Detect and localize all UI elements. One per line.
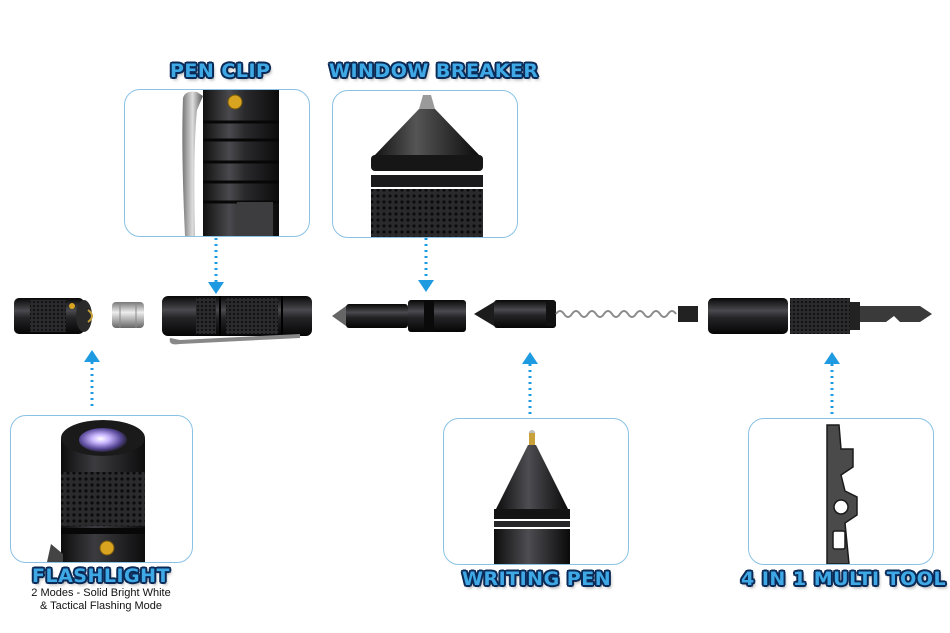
pen-clip-title: PEN CLIP: [170, 60, 271, 82]
multi-tool-title: 4 IN 1 MULTI TOOL: [741, 568, 947, 590]
flashlight-description-line2: & Tactical Flashing Mode: [39, 600, 163, 612]
window-breaker-title: WINDOW BREAKER: [329, 60, 539, 82]
multi-tool-part: [708, 298, 932, 334]
multi-tool-detail-panel: [748, 418, 934, 565]
battery-part: [112, 302, 144, 328]
writing-pen-arrow: [522, 352, 538, 414]
writing-pen-title: WRITING PEN: [462, 568, 612, 590]
window-breaker-arrow: [418, 238, 434, 292]
writing-pen-closeup-image: [494, 430, 570, 564]
pen-clip-closeup-image: [182, 90, 279, 236]
pen-clip-arrow: [208, 238, 224, 294]
writing-pen-detail-panel: [443, 418, 629, 565]
flashlight-detail-panel: [10, 415, 193, 563]
main-barrel-part: [162, 296, 312, 345]
flashlight-head-part: [14, 298, 93, 334]
flashlight-closeup-image: [47, 420, 145, 562]
pen-clip-detail-panel: [124, 89, 310, 237]
flashlight-description: 2 Modes - Solid Bright White & Tactical …: [8, 587, 194, 613]
flashlight-arrow: [84, 350, 100, 410]
multi-tool-arrow: [824, 352, 840, 414]
window-breaker-part: [332, 300, 466, 332]
writing-pen-part: [474, 300, 698, 328]
window-breaker-detail-panel: [332, 90, 518, 238]
window-breaker-closeup-image: [371, 95, 483, 237]
flashlight-description-line1: 2 Modes - Solid Bright White: [31, 587, 171, 599]
multi-tool-closeup-image: [826, 424, 858, 564]
flashlight-title: FLASHLIGHT: [32, 565, 171, 587]
